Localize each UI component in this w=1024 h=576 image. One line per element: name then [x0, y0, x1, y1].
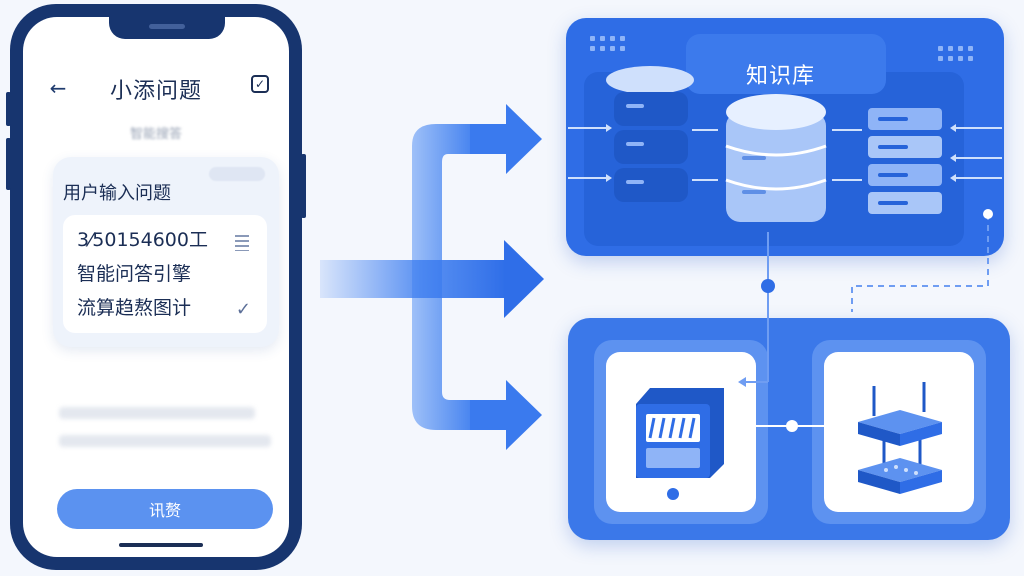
flow-arrows — [320, 104, 544, 450]
home-indicator — [119, 543, 203, 547]
knowledge-base-title: 知识库 — [746, 64, 816, 89]
arrow-left-icon[interactable]: ← — [49, 76, 67, 100]
screen-subtitle: 智能搜答 — [129, 127, 182, 142]
arrow-head-middle — [504, 240, 544, 318]
database-center-icon — [725, 94, 827, 222]
card-status-pill — [209, 167, 265, 181]
phone-screen: ← 小添问题 ✓ 智能搜答 用户输入问题 3⁄50154600工 智能问答引擎 … — [23, 17, 289, 557]
decorative-dots — [590, 36, 625, 51]
server-rack-icon — [868, 108, 942, 214]
screen-title: 小添问题 — [109, 79, 202, 104]
gpu-tile-card — [606, 352, 756, 512]
database-stack-left-icon — [606, 66, 694, 202]
question-line: 流算趋熬图计 — [77, 297, 192, 319]
card-label: 用户输入问题 — [63, 183, 171, 204]
question-line: 3⁄50154600工 — [77, 229, 208, 251]
arrow-to-platform — [470, 380, 542, 450]
knowledge-base-panel: 知识库 — [566, 18, 1004, 256]
list-icon — [235, 235, 249, 251]
blurred-text-line — [59, 407, 255, 419]
arrow-shaft-middle — [320, 260, 506, 298]
processing-platform-panel — [568, 318, 1010, 540]
question-input-card[interactable]: 用户输入问题 3⁄50154600工 智能问答引擎 流算趋熬图计 ✓ — [53, 157, 279, 347]
gpu-tile — [594, 340, 768, 524]
database-graphics — [568, 66, 1002, 222]
question-text-area[interactable]: 3⁄50154600工 智能问答引擎 流算趋熬图计 ✓ — [63, 215, 267, 333]
gpu-chip-icon — [636, 388, 724, 500]
phone-volume-button — [6, 138, 11, 190]
phone-power-button — [301, 154, 306, 218]
arrow-to-knowledge-base — [470, 104, 542, 174]
question-line: 智能问答引擎 — [77, 263, 192, 285]
connector-node — [761, 279, 775, 293]
phone-side-button — [6, 92, 11, 126]
knowledge-base-title-tab — [686, 34, 886, 94]
blurred-text-line — [59, 435, 271, 447]
check-square-icon[interactable]: ✓ — [251, 75, 269, 93]
router-tile-card — [824, 352, 974, 512]
router-tile — [812, 340, 986, 524]
data-flow-lines — [568, 124, 1002, 182]
check-icon: ✓ — [235, 299, 251, 320]
phone-speaker — [149, 24, 185, 29]
phone-mockup: ← 小添问题 ✓ 智能搜答 用户输入问题 3⁄50154600工 智能问答引擎 … — [6, 4, 306, 570]
decorative-dots — [938, 46, 973, 61]
phone-notch — [109, 17, 225, 39]
router-stack-icon — [858, 382, 942, 494]
submit-button[interactable]: 讯赘 — [57, 489, 273, 529]
